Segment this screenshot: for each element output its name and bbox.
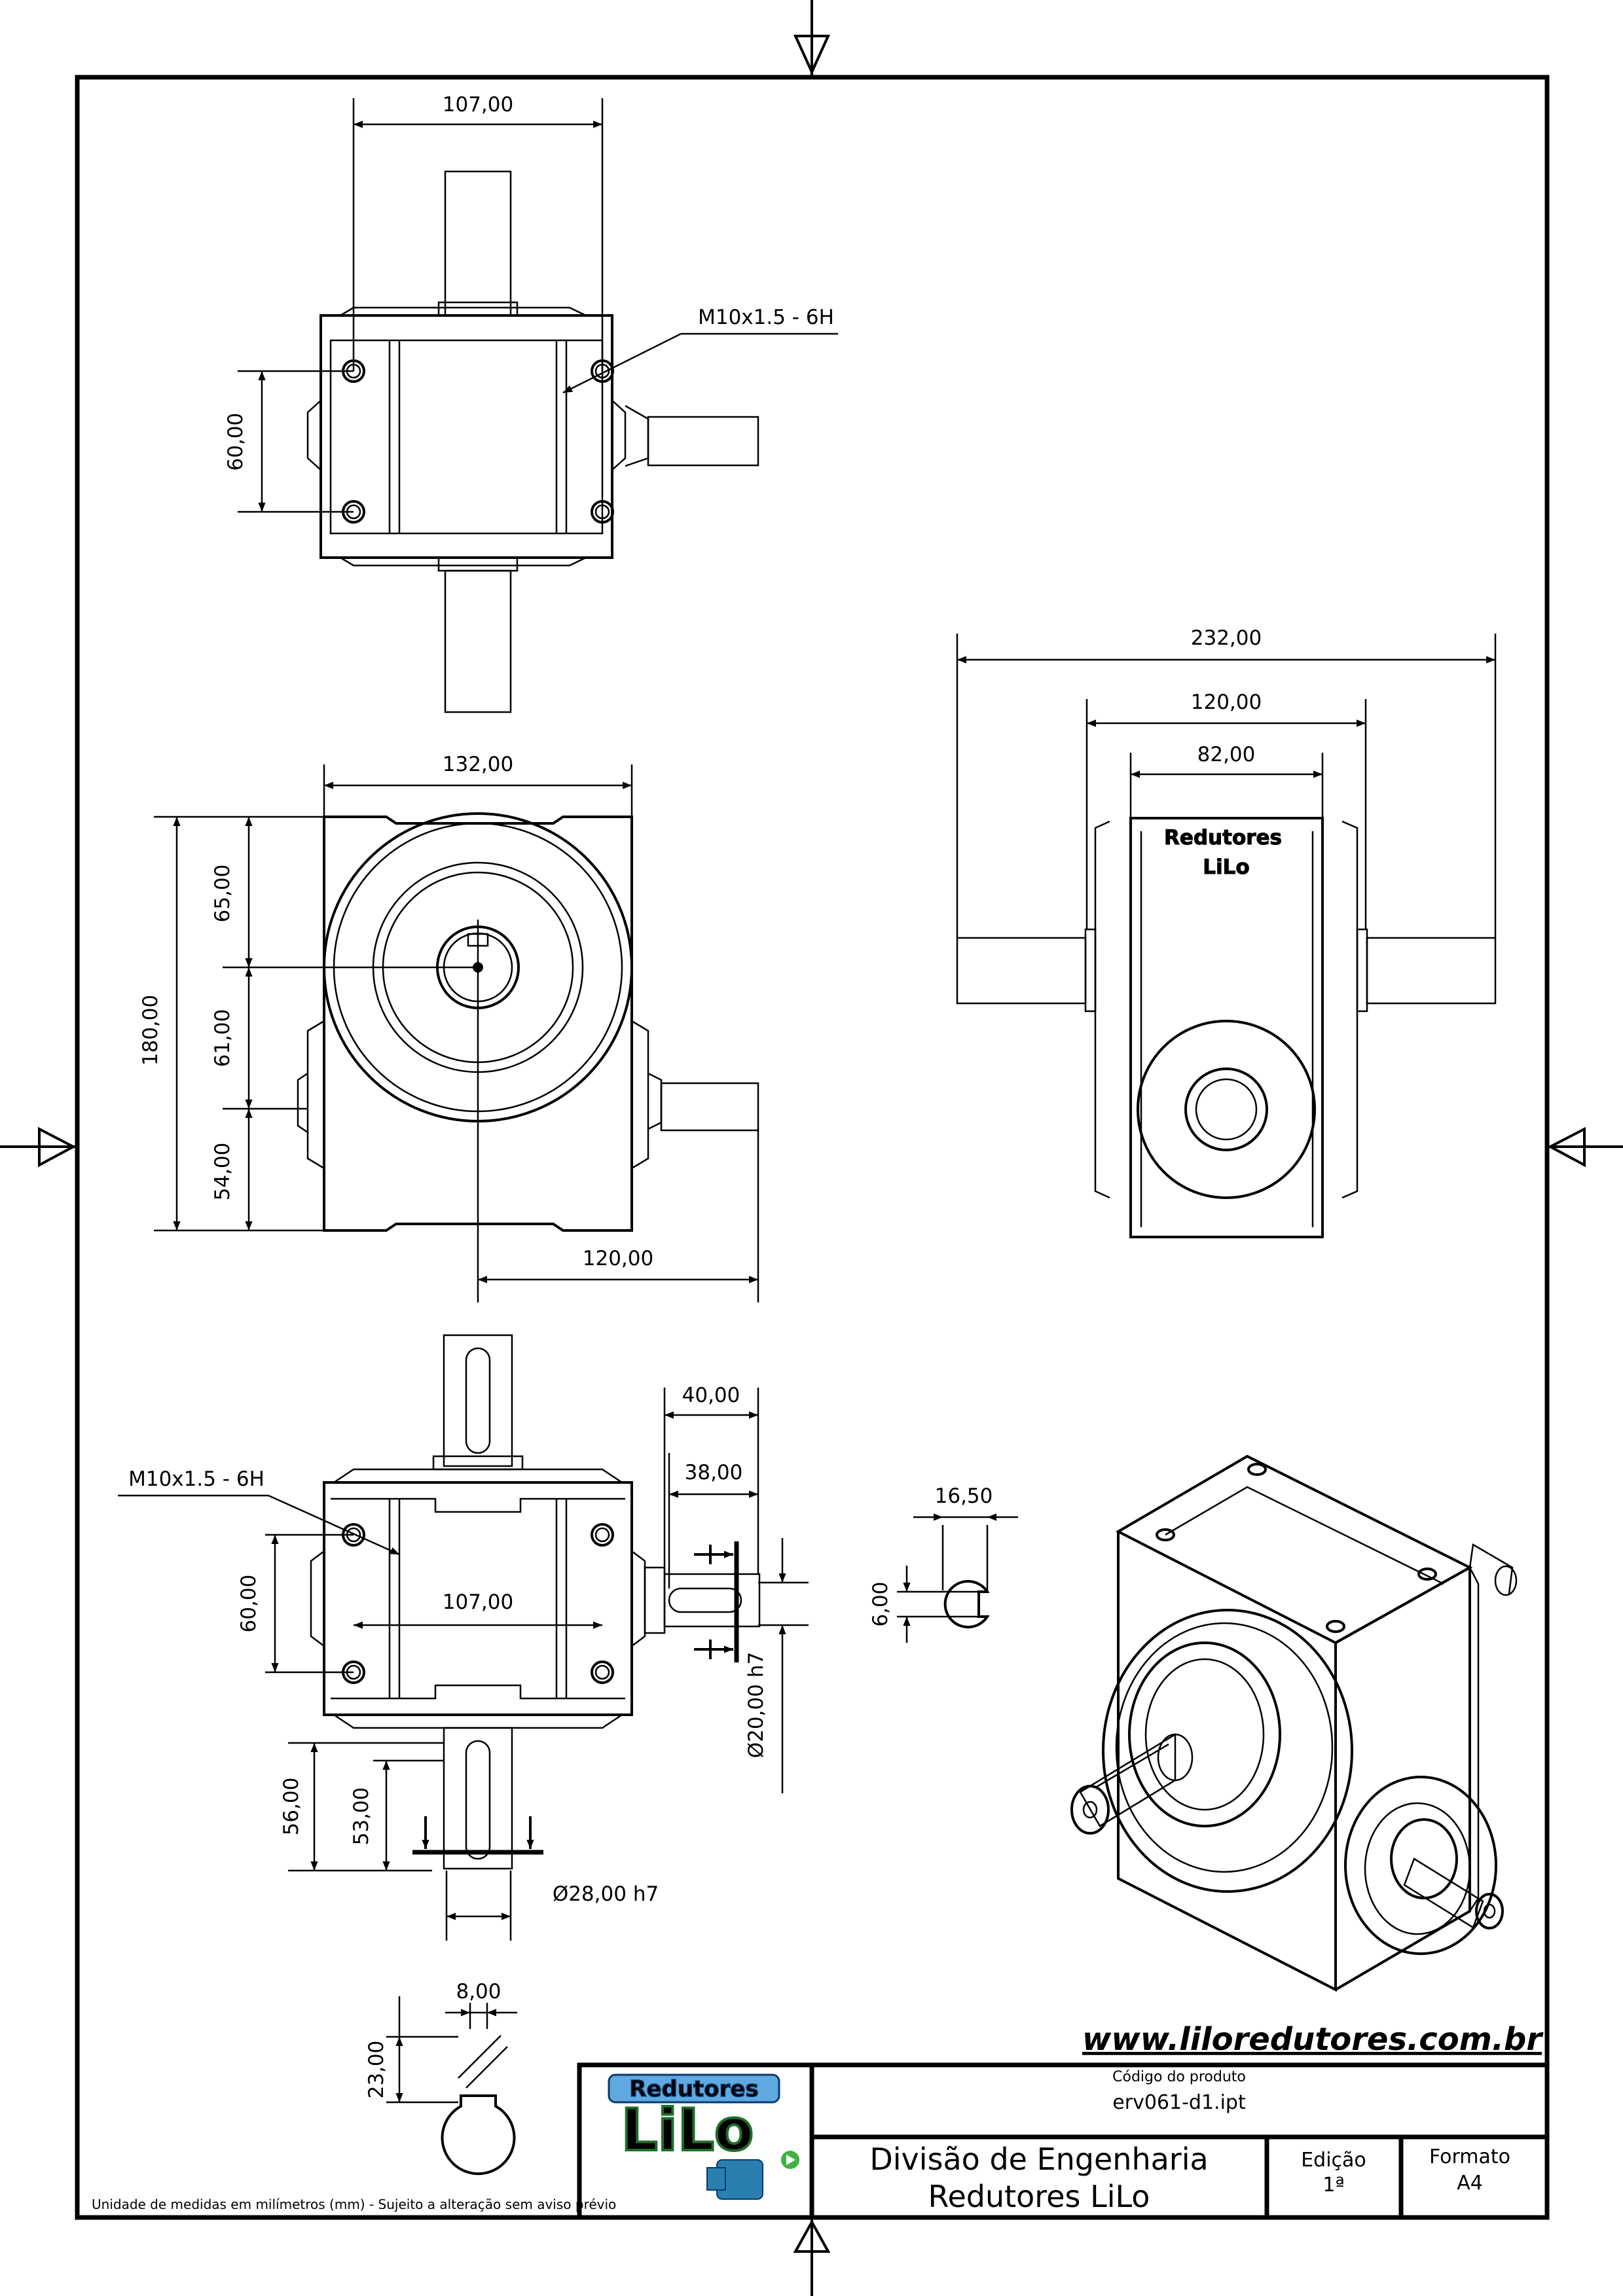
dim-front-shaft-reach: 120,00 bbox=[583, 1247, 653, 1270]
dim-side-inner: 82,00 bbox=[1197, 743, 1256, 766]
dim-side-body: 120,00 bbox=[1191, 691, 1262, 714]
edition-value: 1ª bbox=[1322, 2174, 1344, 2197]
dim-large-key-width: 8,00 bbox=[456, 1980, 501, 2003]
dim-front-upper: 65,00 bbox=[211, 865, 234, 923]
product-code-label: Código do produto bbox=[1112, 2069, 1246, 2085]
bottom-view bbox=[310, 1334, 761, 1870]
top-view bbox=[306, 170, 759, 713]
nameplate-line1: Redutores bbox=[1164, 826, 1282, 850]
small-keyway-section: 16,50 6,00 bbox=[869, 1484, 1018, 1643]
product-code-value: erv061-d1.ipt bbox=[1112, 2091, 1246, 2114]
format-label: Formato bbox=[1429, 2145, 1510, 2168]
top-view-dimensions: 107,00 60,00 M10x1.5 - 6H bbox=[224, 93, 838, 513]
logo-line1: Redutores bbox=[629, 2076, 758, 2102]
dim-front-total-height: 180,00 bbox=[139, 995, 162, 1066]
front-view-dimensions: 132,00 180,00 65,00 61,00 54,00 120,00 bbox=[139, 753, 759, 1302]
dim-bottom-shaft-len: 40,00 bbox=[682, 1384, 740, 1407]
dim-small-shaft-dia: Ø20,00 h7 bbox=[744, 1652, 768, 1758]
isometric-view bbox=[1070, 1454, 1518, 1992]
dim-bottom-shaft-key: 38,00 bbox=[685, 1461, 743, 1484]
dim-front-width: 132,00 bbox=[443, 753, 513, 776]
dim-large-shaft-len: 56,00 bbox=[280, 1778, 303, 1836]
dim-bottom-height: 60,00 bbox=[237, 1575, 261, 1633]
nameplate-line2: LiLo bbox=[1203, 855, 1249, 879]
title-block: Redutores LiLo Código do produto erv061-… bbox=[577, 2062, 1550, 2220]
front-view bbox=[297, 812, 759, 1232]
dim-bottom-thread: M10x1.5 - 6H bbox=[128, 1467, 264, 1491]
dim-front-lower: 54,00 bbox=[211, 1143, 234, 1201]
side-view: Redutores LiLo bbox=[956, 817, 1497, 1238]
dim-top-thread: M10x1.5 - 6H bbox=[698, 306, 834, 329]
large-keyway-section: 8,00 23,00 bbox=[365, 1980, 517, 2176]
dim-bottom-width: 107,00 bbox=[443, 1590, 513, 1614]
dim-side-overall: 232,00 bbox=[1191, 626, 1262, 650]
dim-top-width: 107,00 bbox=[443, 93, 513, 117]
dim-small-key-width: 16,50 bbox=[935, 1484, 993, 1508]
dim-large-key-depth: 23,00 bbox=[365, 2041, 388, 2099]
bottom-view-dimensions: 40,00 38,00 60,00 107,00 M10x1.5 - 6H Ø2… bbox=[118, 1384, 809, 1941]
dim-large-shaft-key: 53,00 bbox=[350, 1787, 373, 1846]
side-view-dimensions: 232,00 120,00 82,00 bbox=[956, 626, 1497, 938]
division-line2: Redutores LiLo bbox=[928, 2179, 1150, 2214]
website-link[interactable]: www.liloredutores.com.br bbox=[1082, 2021, 1544, 2058]
dim-top-height: 60,00 bbox=[224, 413, 247, 471]
format-value: A4 bbox=[1457, 2172, 1483, 2195]
units-note: Unidade de medidas em milímetros (mm) - … bbox=[92, 2197, 616, 2212]
dim-front-middle: 61,00 bbox=[211, 1009, 234, 1067]
lilo-logo: Redutores LiLo bbox=[608, 2073, 799, 2200]
dim-small-key-depth: 6,00 bbox=[869, 1581, 892, 1626]
dim-large-shaft-dia: Ø28,00 h7 bbox=[553, 1882, 659, 1906]
edition-label: Edição bbox=[1301, 2149, 1366, 2172]
division-line1: Divisão de Engenharia bbox=[869, 2142, 1208, 2177]
logo-line2: LiLo bbox=[621, 2096, 754, 2164]
